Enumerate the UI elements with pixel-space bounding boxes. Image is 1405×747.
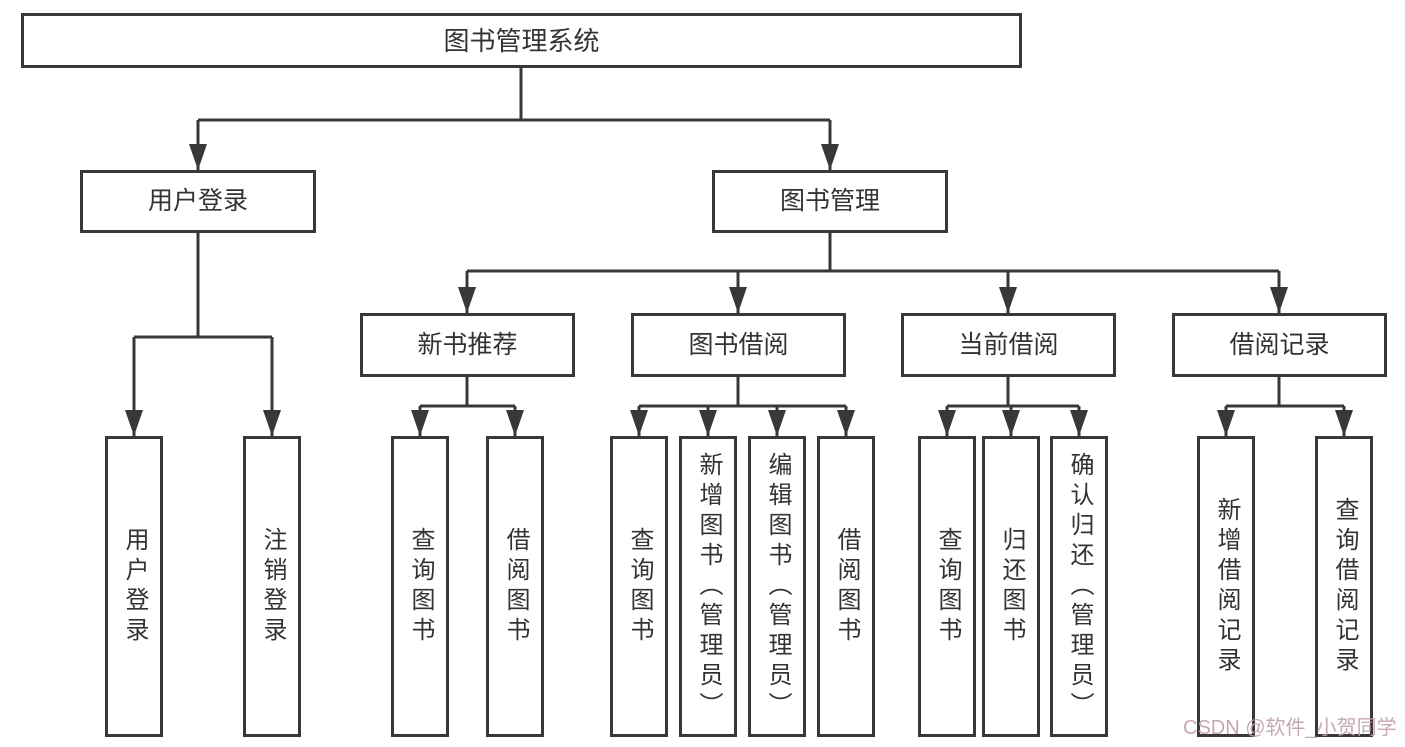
leaf-label: 借阅图书 [502, 526, 529, 647]
leaf-label: 编辑图书（管理员） [764, 451, 791, 722]
node-book-management: 图书管理 [712, 170, 948, 233]
leaf-records-query-record: 查询借阅记录 [1315, 436, 1373, 737]
node-current-borrowing: 当前借阅 [901, 313, 1116, 377]
leaf-label: 用户登录 [121, 526, 148, 647]
leaf-current-confirm-return-admin: 确认归还（管理员） [1050, 436, 1108, 737]
node-label: 图书管理系统 [443, 25, 600, 56]
leaf-label: 新增借阅记录 [1213, 496, 1240, 677]
connector-book-management-to-level3 [458, 233, 1288, 313]
node-book-borrowing: 图书借阅 [631, 313, 846, 377]
leaf-current-return-books: 归还图书 [982, 436, 1040, 737]
leaf-current-query-books: 查询图书 [918, 436, 976, 737]
leaf-newbooks-query-books: 查询图书 [391, 436, 449, 737]
node-label: 图书管理 [779, 187, 880, 215]
node-user-login: 用户登录 [80, 170, 316, 233]
node-label: 当前借阅 [958, 330, 1059, 359]
connector-new-book-recommendation-to-leaves [411, 377, 524, 436]
leaf-borrowing-edit-books-admin: 编辑图书（管理员） [748, 436, 806, 737]
leaf-records-add-record: 新增借阅记录 [1197, 436, 1255, 737]
node-new-book-recommendation: 新书推荐 [360, 313, 575, 377]
connector-root-to-level2 [189, 68, 839, 170]
leaf-logout: 注销登录 [243, 436, 301, 737]
node-label: 图书借阅 [688, 330, 789, 359]
leaf-label: 查询图书 [934, 526, 961, 647]
leaf-label: 归还图书 [998, 526, 1025, 647]
csdn-watermark: CSDN @软件_小贺同学 [1183, 717, 1397, 739]
connector-book-borrowing-to-leaves [630, 377, 855, 436]
leaf-borrowing-query-books: 查询图书 [610, 436, 668, 737]
node-library-management-system: 图书管理系统 [21, 13, 1022, 68]
connector-current-borrowing-to-leaves [938, 377, 1088, 436]
leaf-label: 新增图书（管理员） [695, 451, 722, 722]
leaf-user-login: 用户登录 [105, 436, 163, 737]
leaf-label: 注销登录 [259, 526, 286, 647]
leaf-label: 查询图书 [626, 526, 653, 647]
connector-user-login-to-leaves [125, 233, 281, 436]
node-label: 用户登录 [147, 187, 248, 215]
leaf-borrowing-add-books-admin: 新增图书（管理员） [679, 436, 737, 737]
leaf-borrowing-borrow-books: 借阅图书 [817, 436, 875, 737]
node-borrowing-records: 借阅记录 [1172, 313, 1387, 377]
leaf-label: 确认归还（管理员） [1066, 451, 1093, 722]
leaf-label: 查询借阅记录 [1331, 496, 1358, 677]
connector-borrowing-records-to-leaves [1217, 377, 1353, 436]
leaf-label: 查询图书 [407, 526, 434, 647]
node-label: 新书推荐 [417, 330, 518, 359]
leaf-newbooks-borrow-books: 借阅图书 [486, 436, 544, 737]
node-label: 借阅记录 [1229, 330, 1330, 359]
leaf-label: 借阅图书 [833, 526, 860, 647]
